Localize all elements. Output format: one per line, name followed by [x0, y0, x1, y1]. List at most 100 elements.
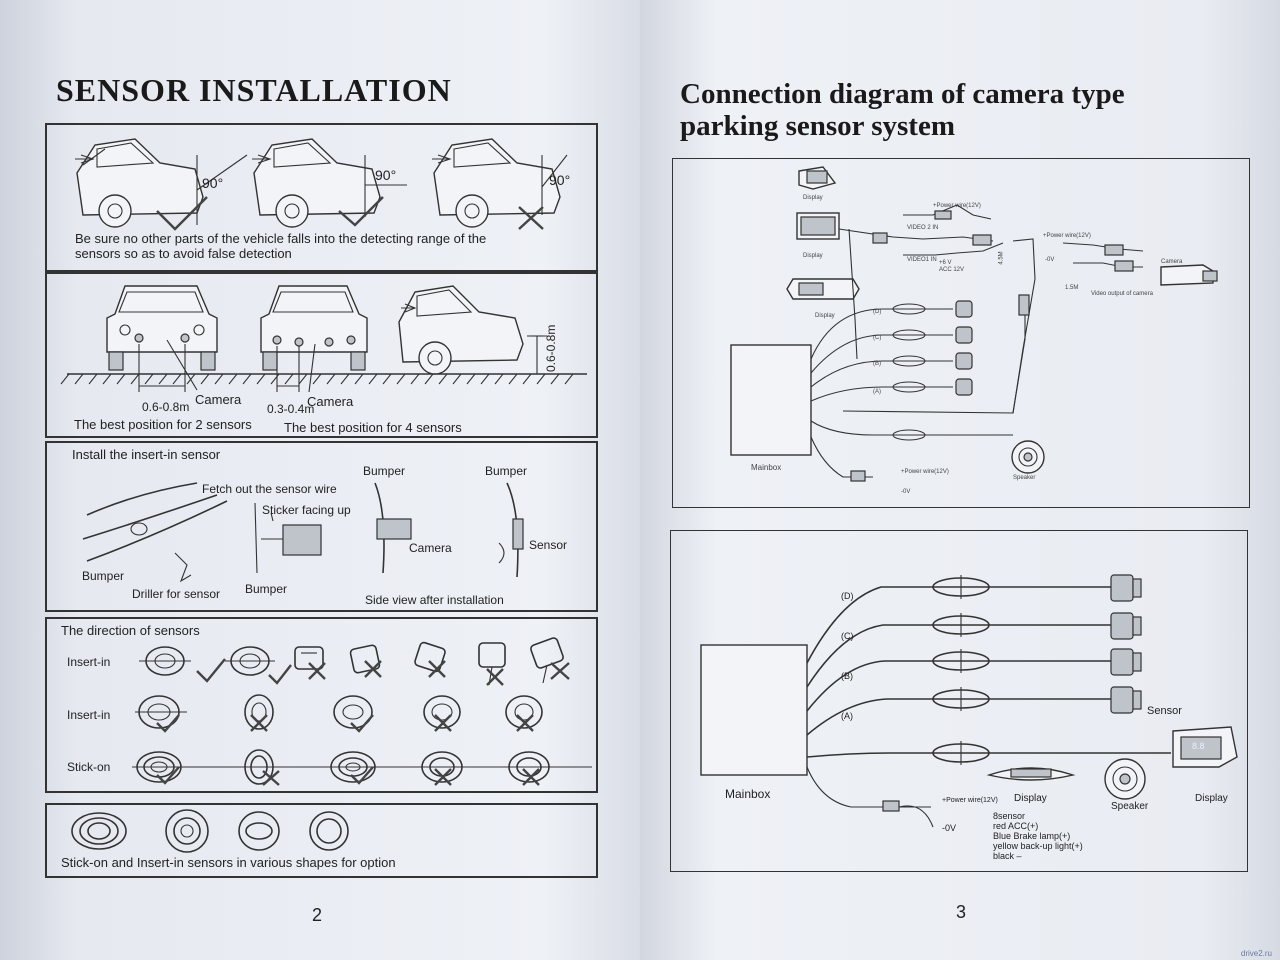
display-label: Display: [815, 313, 835, 319]
neg-label: -0V: [901, 489, 911, 495]
row-label: Insert-in: [67, 708, 111, 722]
sensor-icon: [955, 378, 973, 396]
sensor-icon: [1110, 574, 1142, 602]
note-line: 8sensor: [993, 811, 1026, 821]
sensor-label: Sensor: [1147, 705, 1182, 717]
camera-label: Camera: [195, 392, 242, 407]
cross-mark-icon: [364, 660, 382, 678]
video-out-label: Video output of camera: [1091, 291, 1153, 297]
bumper-label: Bumper: [363, 464, 406, 478]
cross-mark-icon: [308, 662, 326, 680]
sensor-icon: [1110, 648, 1142, 676]
channel-label: (B): [841, 671, 853, 681]
page-number: 2: [312, 905, 323, 925]
left-page: SENSOR INSTALLATION: [0, 0, 640, 960]
cross-mark-icon: [486, 668, 504, 686]
sensor-icon: [225, 646, 275, 676]
angle-label: 90°: [549, 172, 571, 188]
power-wire-label: +Power wire(12V): [933, 203, 981, 209]
height-label: 0.6-0.8m: [544, 324, 558, 372]
car-rear-view-icon: [260, 285, 368, 371]
sensor-direction-grid: [132, 637, 592, 786]
car-rear-view-icon: [106, 285, 218, 371]
video-label: VIDEO 2 IN: [907, 225, 939, 231]
side-view-label: Side view after installation: [365, 593, 504, 607]
power-wire-label: +Power wire(12V): [1043, 233, 1091, 239]
car-rear-icon: [252, 138, 381, 228]
camera-label: Camera: [1161, 259, 1183, 265]
page-number: 3: [956, 902, 967, 922]
display-bar-icon: [986, 767, 1076, 781]
sensor-icon: [530, 637, 564, 684]
drill-icon: [174, 552, 192, 583]
display-icon: [796, 212, 840, 240]
speaker-label: Speaker: [1013, 475, 1036, 481]
video-label: VIDEO1 IN: [907, 257, 937, 263]
display-icon: [798, 166, 837, 190]
display-label: Display: [1014, 793, 1047, 804]
camera-label: Camera: [307, 394, 354, 409]
length-label: 4.5M: [998, 251, 1005, 265]
row-label: Stick-on: [67, 760, 111, 774]
cross-mark-icon: [522, 768, 540, 786]
power-wire-label: +Power wire(12V): [901, 469, 949, 475]
check-mark-icon: [350, 714, 374, 733]
install-steps-illustration: [82, 482, 524, 583]
caption-line: sensors so as to avoid false detection: [75, 246, 292, 261]
display-icon: [786, 278, 860, 300]
camera-icon: [1160, 264, 1218, 286]
sensor-icon: [955, 326, 973, 344]
display-label: Display: [803, 195, 823, 201]
title-line: Connection diagram of camera type: [680, 78, 1125, 110]
mainbox-label: Mainbox: [751, 463, 782, 472]
channel-label: (A): [841, 711, 853, 721]
channel-label: (B): [873, 361, 881, 367]
sensor-icon: [244, 749, 274, 785]
sensor-icon: [1110, 612, 1142, 640]
note-line: Blue Brake lamp(+): [993, 831, 1071, 841]
sensor-shapes: [71, 809, 349, 853]
mainbox: [700, 644, 808, 776]
speaker-label: Speaker: [1111, 801, 1149, 812]
cross-mark-icon: [428, 660, 446, 678]
sensor-connection-diagram: (D) (C) (B) (A) Sensor Mainbox +Power wi…: [670, 530, 1248, 872]
cross-mark-icon: [434, 714, 452, 732]
channel-label: (D): [841, 591, 854, 601]
sensor-icon: [294, 646, 324, 670]
car-position-illustrations: [60, 285, 587, 393]
check-mark-icon: [156, 714, 180, 733]
sensor-icon: [349, 644, 381, 674]
sensor-label: Sensor: [529, 538, 568, 552]
wire-color-notes: 8sensor red ACC(+) Blue Brake lamp(+) ye…: [993, 811, 1083, 861]
channel-label: (C): [873, 335, 882, 341]
distance-label: 0.6-0.8m: [142, 400, 190, 414]
sensor-wiring-diagram: [700, 574, 1238, 828]
section-heading: The direction of sensors: [61, 623, 200, 638]
panel-sensor-direction: The direction of sensors Insert-in Inser…: [45, 617, 598, 793]
caption: The best position for 4 sensors: [284, 420, 462, 435]
cross-mark-icon: [434, 768, 452, 786]
panel-insert-in-install: Install the insert-in sensor Fetch out t…: [45, 441, 598, 612]
right-page: Connection diagram of camera type parkin…: [640, 0, 1280, 960]
cross-mark-icon: [262, 770, 280, 786]
camera-label: Camera: [409, 541, 452, 555]
note-line: red ACC(+): [993, 821, 1039, 831]
instruction-label: Fetch out the sensor wire: [202, 482, 337, 496]
sensor-icon: [423, 695, 461, 729]
length-label: 1.5M: [1065, 285, 1079, 291]
display-unit-icon: [1172, 726, 1238, 768]
neg-label: -0V: [942, 823, 957, 833]
sensor-icon: [1110, 686, 1142, 714]
camera-connection-diagram: Display Display Display +Power wire(12V)…: [672, 158, 1250, 508]
caption: Stick-on and Insert-in sensors in variou…: [61, 855, 396, 870]
caption-line: Be sure no other parts of the vehicle fa…: [75, 231, 487, 246]
check-mark-icon: [268, 664, 292, 685]
panel-detection-range: 90° 90° 90° Be sure no other parts of th…: [45, 123, 598, 272]
car-rear-icon: [432, 138, 561, 228]
mainbox-label: Mainbox: [725, 787, 771, 801]
title-line: parking sensor system: [680, 110, 955, 142]
check-mark-icon: [350, 766, 374, 785]
display-label: Display: [1195, 793, 1228, 804]
camera-wiring-diagram: [730, 166, 1218, 482]
neg-label: -0V: [1045, 257, 1055, 263]
